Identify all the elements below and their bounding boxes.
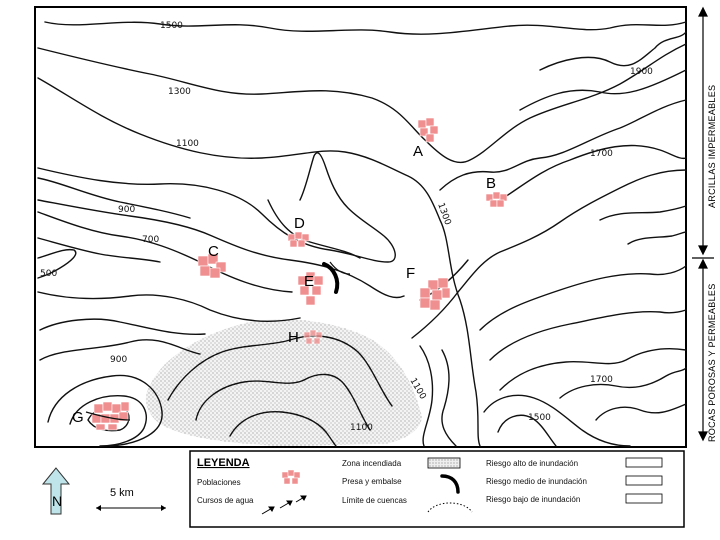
legend-boundary-icon — [427, 502, 473, 513]
legend-town-icon — [281, 469, 301, 485]
north-arrow: N — [41, 467, 71, 515]
town-c — [197, 253, 227, 279]
town-b — [485, 191, 508, 208]
contour-label: 700 — [142, 235, 159, 245]
scale-label: 5 km — [110, 487, 134, 499]
contour-label: 1700 — [590, 149, 613, 159]
town-label-a: A — [413, 143, 423, 160]
legend-stream-icon — [261, 495, 307, 515]
contour-label: 1900 — [630, 67, 653, 77]
legend-cursos: Cursos de agua — [197, 496, 254, 505]
geology-markers — [692, 6, 714, 442]
legend-risk-high-box — [625, 457, 663, 468]
legend-riesgo-medio: Riesgo medio de inundación — [486, 477, 587, 486]
g-highlight — [85, 411, 131, 421]
town-label-d: D — [294, 215, 305, 232]
legend-riesgo-alto: Riesgo alto de inundación — [486, 459, 578, 468]
contour-label: 500 — [40, 269, 57, 279]
town-g — [91, 401, 130, 431]
side-label-rocks: ROCAS POROSAS Y PERMEABLES — [707, 283, 717, 442]
town-label-e: E — [304, 273, 314, 290]
town-a — [417, 117, 439, 143]
town-f — [419, 277, 451, 311]
contour-label: 1700 — [590, 375, 613, 385]
legend-dam-icon — [440, 474, 460, 494]
town-label-f: F — [406, 265, 415, 282]
contour-label: 1300 — [168, 87, 191, 97]
contour-label: 900 — [118, 205, 135, 215]
dam — [322, 262, 340, 294]
town-label-g: G — [72, 409, 84, 426]
town-label-c: C — [208, 243, 219, 260]
side-label-clays: ARCILLAS IMPERMEABLES — [707, 84, 717, 208]
town-e — [297, 271, 324, 306]
town-d — [287, 231, 310, 248]
contour-label: 900 — [110, 355, 127, 365]
legend-risk-medium-box — [625, 475, 663, 486]
contour-label: 1100 — [350, 423, 373, 433]
scale-bar: 5 km — [96, 487, 166, 511]
town-h — [303, 329, 323, 345]
legend-presa: Presa y embalse — [342, 477, 402, 486]
north-letter: N — [52, 493, 62, 509]
legend-poblaciones: Poblaciones — [197, 478, 241, 487]
towns — [85, 117, 508, 431]
legend-burned-icon — [427, 457, 461, 469]
legend-limite: Límite de cuencas — [342, 496, 407, 505]
town-labels: A B C D E F G H — [72, 143, 496, 426]
legend-riesgo-bajo: Riesgo bajo de inundación — [486, 495, 580, 504]
town-label-b: B — [486, 175, 496, 192]
contour-label: 1500 — [528, 413, 551, 423]
legend: LEYENDA Poblaciones Cursos de agua Zona … — [189, 450, 685, 528]
legend-zona: Zona incendiada — [342, 459, 402, 468]
legend-risk-low-box — [625, 493, 663, 504]
contour-lines — [37, 21, 687, 447]
contour-label: 1500 — [160, 21, 183, 31]
legend-title: LEYENDA — [197, 457, 250, 469]
contour-label: 1100 — [176, 139, 199, 149]
town-label-h: H — [288, 329, 299, 346]
stream — [329, 261, 351, 275]
